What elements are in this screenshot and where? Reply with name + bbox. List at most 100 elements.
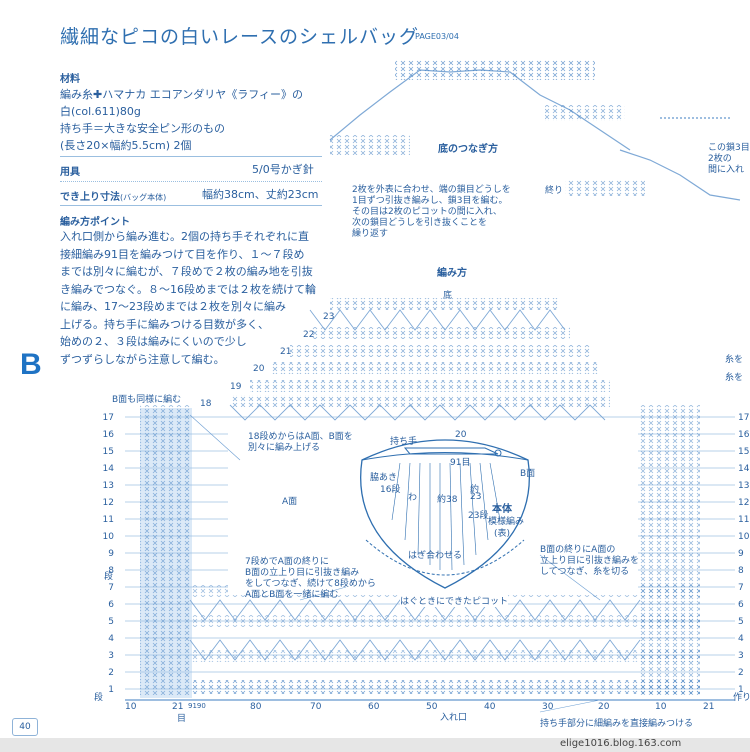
a-face-label: A面 xyxy=(282,497,298,507)
row-number: 4 xyxy=(738,634,744,644)
row7-note-line: 7段めでA面の終りに xyxy=(245,557,329,567)
schematic-body: 本体 xyxy=(492,504,512,515)
points-body: 入れ口側から編み進む。2個の持ち手それぞれに直 接細編み91目を編みつけて目を作… xyxy=(60,228,316,368)
stitch-tick: 9190 xyxy=(188,702,206,710)
row-number: 11 xyxy=(738,515,750,525)
b-face-note: B面も同様に編む xyxy=(112,395,182,405)
row-number: 21 xyxy=(280,347,292,357)
b-end-note: B面の終りにA面の 立上り目に引抜き編みを してつなぎ、糸を切る xyxy=(540,545,639,578)
stitch-tick: 10 xyxy=(125,702,137,712)
points-line: に編み、17～23段めまでは２枚を別々に編み xyxy=(60,300,286,313)
pattern-heading: 編み方 xyxy=(437,268,467,279)
row-number: 5 xyxy=(738,617,744,627)
materials-yarn-prefix: 編み糸✚ハマナカ エコアンダリヤ《ラフィー》の xyxy=(60,88,304,101)
row-number: 10 xyxy=(738,532,750,542)
row-number: 13 xyxy=(102,481,114,491)
schematic-front: (表) xyxy=(494,529,511,539)
row-number: 15 xyxy=(738,447,750,457)
points-line: き編みでつなぐ。８～16段めまでは２枚を続けて輪 xyxy=(60,282,316,296)
row18-note-line: 別々に編み上げる xyxy=(248,443,321,453)
row-number: 16 xyxy=(102,430,114,440)
row-number: 1 xyxy=(738,685,744,695)
materials-handle-size: (長さ20×幅約5.5cm) 2個 xyxy=(60,139,192,152)
bottom-join-heading: 底のつなぎ方 xyxy=(438,144,498,155)
handle-note: 持ち手部分に細編みを直接編みつける xyxy=(540,719,694,729)
points-line: 接細編み91目を編みつけて目を作り、１～７段め xyxy=(60,247,305,261)
row-number: 18 xyxy=(200,399,212,409)
points-line: ずつずらしながら注意して編む。 xyxy=(60,352,225,366)
schematic-height: 23 xyxy=(470,492,482,502)
row-number: 4 xyxy=(108,634,114,644)
bottom-join-line: 1目ずつ引抜き編みし、鎖3目を編む。 xyxy=(352,196,508,206)
bottom-join-line: 次の鎖目どうしを引き抜くことを xyxy=(352,218,488,228)
row-number: 15 xyxy=(102,447,114,457)
row-number: 10 xyxy=(102,532,114,542)
row-number: 20 xyxy=(253,364,265,374)
row7-note-line: B面の立上り目に引抜き編み xyxy=(245,568,360,578)
schematic-seam: はぎ合わせる xyxy=(408,551,463,561)
bottom-join-line: 2枚を外表に合わせ、端の鎖目どうしを xyxy=(352,185,511,195)
row-number: 6 xyxy=(108,600,114,610)
bag-body-outline xyxy=(360,439,530,589)
materials-yarn-color: 白(col.611)80g xyxy=(60,105,141,118)
stitch-tick: 21 xyxy=(172,702,184,712)
me-label: 目 xyxy=(177,714,187,724)
row-number: 8 xyxy=(108,566,114,576)
row-number: 7 xyxy=(738,583,744,593)
row-number: 2 xyxy=(108,668,114,678)
footer-bar xyxy=(0,738,750,752)
page-number: 40 xyxy=(12,718,38,736)
points-line: 上げる。持ち手に編みつける目数が多く、 xyxy=(60,317,269,331)
site-url: elige1016.blog.163.com xyxy=(560,738,682,749)
dan-label-bottom: 段 xyxy=(94,693,104,703)
schematic-side-opening: 脇あき xyxy=(370,473,398,483)
row-number: 13 xyxy=(738,481,750,491)
row18-note: 18段めからはA面、B面を 別々に編み上げる xyxy=(248,432,353,454)
row-number: 11 xyxy=(102,515,114,525)
stitch-tick: 30 xyxy=(542,702,554,712)
row7-note: 7段めでA面の終りに B面の立上り目に引抜き編み をしてつなぎ、続けて8段めから… xyxy=(245,557,376,601)
schematic-rows16: 16段 xyxy=(380,485,401,495)
schematic-handle: 持ち手 xyxy=(390,437,418,447)
section-letter: B xyxy=(20,348,42,381)
row-number: 23 xyxy=(323,312,335,322)
legend-item: 糸を xyxy=(725,355,744,365)
row7-note-line: A面とB面を一緒に編む xyxy=(245,590,339,600)
row-number: 5 xyxy=(108,617,114,627)
row-number: 22 xyxy=(303,330,315,340)
left-row-numbers: 17 16 15 14 13 12 11 10 9 8 7 6 5 4 3 2 … xyxy=(96,410,114,699)
row-number: 6 xyxy=(738,600,744,610)
stitch-tick: 40 xyxy=(484,702,496,712)
bottom-join-side-note: この鎖3目 2枚の 間に入れ xyxy=(708,143,750,176)
points-line: までは別々に編むが、７段めで２枚の編み地を引抜 xyxy=(60,265,313,278)
row-number: 12 xyxy=(738,498,750,508)
schematic-wa: わ xyxy=(408,493,418,503)
stitch-tick: 60 xyxy=(368,702,380,712)
stitch-tick: 80 xyxy=(250,702,262,712)
tools-label: 用具 xyxy=(60,167,80,178)
stitch-tick: 50 xyxy=(426,702,438,712)
side-note-line: 2枚の xyxy=(708,154,732,164)
row-number: 7 xyxy=(108,583,114,593)
entry-label: 入れ口 xyxy=(440,713,468,723)
page-reference: PAGE03/04 xyxy=(415,32,459,41)
schematic-b-face: B面 xyxy=(520,469,536,479)
stitch-tick: 10 xyxy=(655,702,667,712)
row-number: 19 xyxy=(230,382,242,392)
materials-heading: 材料 xyxy=(60,74,80,85)
row-number: 17 xyxy=(102,413,114,423)
row7-note-line: をしてつなぎ、続けて8段めから xyxy=(245,579,376,589)
side-note-line: この鎖3目 xyxy=(708,143,750,153)
schematic-rows23: 23段 xyxy=(468,511,489,521)
bottom-join-end-label: 終り xyxy=(545,186,564,196)
row-number: 2 xyxy=(738,668,744,678)
tools-value: 5/0号かぎ針 xyxy=(252,163,314,176)
row-number: 16 xyxy=(738,430,750,440)
start-label: 作り xyxy=(733,693,750,703)
points-heading: 編み方ポイント xyxy=(60,217,130,228)
bottom-join-line: 繰り返す xyxy=(352,229,389,239)
b-end-note-line: 立上り目に引抜き編みを xyxy=(540,556,640,566)
schematic-stitch-count: 91目 xyxy=(450,458,471,468)
right-row-numbers: 17 16 15 14 13 12 11 10 9 8 7 6 5 4 3 2 … xyxy=(738,410,750,699)
